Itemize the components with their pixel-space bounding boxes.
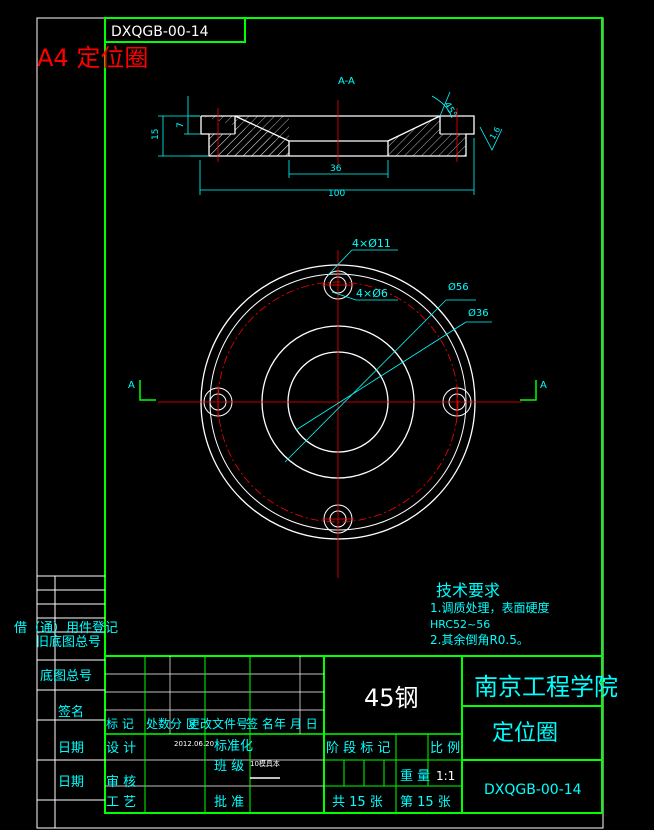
part-name: 定位圈 xyxy=(492,721,558,746)
title-block xyxy=(105,655,602,813)
material: 45钢 xyxy=(364,684,419,712)
drawing-no: DXQGB-00-14 xyxy=(484,782,582,798)
h-docno: 更改文件号 xyxy=(188,716,248,731)
section-dims xyxy=(158,91,503,195)
side-r3: 底图总号 xyxy=(40,668,92,684)
plan-view xyxy=(139,249,537,578)
sheets: 共 15 张 xyxy=(332,795,383,810)
process: 工 艺 xyxy=(106,795,136,810)
dim-thickness: 15 xyxy=(151,129,161,140)
class: 班 级 xyxy=(214,759,244,774)
side-r2: 旧底图总号 xyxy=(36,634,101,650)
class-val: 10模具本 xyxy=(250,759,280,768)
tech-line3: 2.其余倒角R0.5。 xyxy=(430,632,529,647)
side-r5: 日期 xyxy=(58,741,84,756)
inner-frame xyxy=(104,17,603,814)
tech-line2: HRC52~56 xyxy=(430,618,490,631)
side-r6: 日期 xyxy=(58,775,84,790)
review: 审 核 xyxy=(106,775,136,790)
code-box-text: DXQGB-00-14 xyxy=(111,24,209,40)
weight: 重 量 xyxy=(400,768,430,784)
section-marker-right: A xyxy=(540,380,547,391)
h-sign: 签 名 xyxy=(246,716,274,731)
side-r4: 签名 xyxy=(58,704,84,720)
side-table xyxy=(37,575,105,828)
side-r1: 借（通）用件登记 xyxy=(14,621,118,636)
h-date: 年 月 日 xyxy=(274,717,318,731)
sheet-title: A4 定位圈 xyxy=(37,44,148,72)
section-view xyxy=(200,100,475,165)
dim-d56: Ø56 xyxy=(448,281,469,293)
dim-holes-through: 4×Ø11 xyxy=(352,237,391,250)
h-mark: 标 记 xyxy=(106,717,134,731)
tech-line1: 1.调质处理，表面硬度 xyxy=(430,600,549,615)
scale: 比 例 xyxy=(430,741,460,756)
design-date: 2012.06.20 xyxy=(174,740,214,748)
tech-heading: 技术要求 xyxy=(436,581,500,600)
dim-d36: Ø36 xyxy=(468,307,489,319)
h-zone: 分 区 xyxy=(170,717,198,731)
roughness: 1.6 xyxy=(488,125,502,141)
dim-inner: 36 xyxy=(330,164,342,174)
design: 设 计 xyxy=(106,741,136,756)
section-label: A-A xyxy=(338,76,355,87)
sheet-no: 第 15 张 xyxy=(400,795,451,810)
dim-holes-small: 4×Ø6 xyxy=(356,287,388,300)
school: 南京工程学院 xyxy=(474,673,618,701)
standard: 标准化 xyxy=(214,739,253,754)
approve: 批 准 xyxy=(214,795,244,810)
code-box xyxy=(104,17,246,43)
scale-val: 1:1 xyxy=(436,769,455,783)
dim-outer: 100 xyxy=(328,189,345,199)
dim-step: 7 xyxy=(176,122,186,128)
h-count: 处数 xyxy=(146,716,170,731)
stage: 阶 段 标 记 xyxy=(326,741,390,756)
section-marker-left: A xyxy=(128,380,135,391)
